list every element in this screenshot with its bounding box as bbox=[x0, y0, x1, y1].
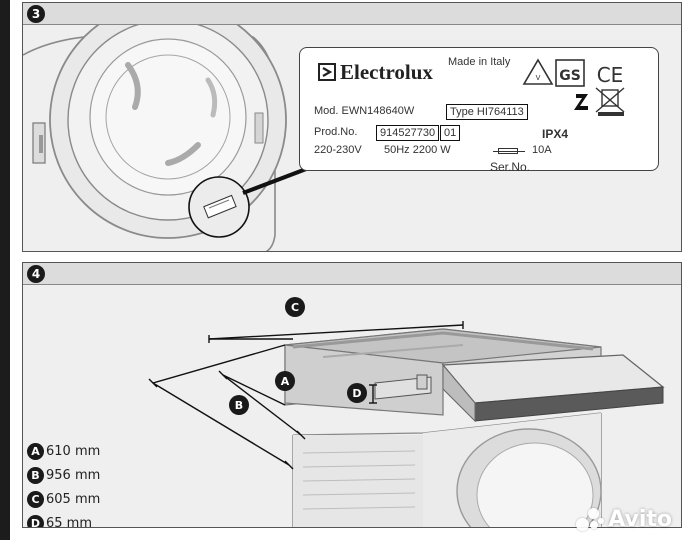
step-3-illustration: Electrolux Made in Italy V GS CE bbox=[23, 3, 681, 251]
step-4-panel: C A B D A 610 mm B 956 mm bbox=[22, 262, 682, 528]
svg-text:V: V bbox=[536, 74, 541, 82]
svg-text:B: B bbox=[235, 399, 243, 412]
dim-badge-d: D bbox=[347, 383, 367, 403]
legend-badge-b: B bbox=[27, 466, 44, 484]
fuse-rating: 10A bbox=[532, 144, 552, 156]
svg-text:GS: GS bbox=[559, 68, 581, 84]
certification-marks: V GS CE bbox=[522, 58, 625, 116]
avito-logo-icon bbox=[576, 507, 605, 532]
avito-watermark-text: Avito bbox=[608, 507, 672, 532]
prod-suffix: 01 bbox=[440, 125, 461, 141]
gs-mark-icon bbox=[555, 59, 585, 87]
avito-watermark: Avito bbox=[576, 507, 672, 532]
dim-badge-a: A bbox=[275, 371, 295, 391]
legend-badge-a: A bbox=[27, 442, 44, 460]
legend-badge-d: D bbox=[27, 514, 44, 527]
prod-label: Prod.No. bbox=[314, 126, 358, 138]
step-4-illustration: C A B D A 610 mm B 956 mm bbox=[23, 285, 681, 527]
left-edge-bar bbox=[0, 0, 10, 540]
frequency-power: 50Hz 2200 W bbox=[384, 144, 451, 156]
model-number: Mod. EWN148640W bbox=[314, 105, 415, 117]
step-3-badge: 3 bbox=[27, 5, 45, 23]
type-number-highlight: Type HI764113 bbox=[446, 104, 528, 120]
prod-number: 914527730 bbox=[376, 125, 440, 141]
pedestal-drawer-drawing: C A B D bbox=[148, 297, 665, 527]
vde-triangle-icon bbox=[522, 58, 554, 85]
legend-badge-c: C bbox=[27, 490, 44, 508]
legend-value-c: 605 mm bbox=[46, 491, 101, 507]
dim-badge-c: C bbox=[285, 297, 305, 317]
legend-value-a: 610 mm bbox=[46, 443, 101, 459]
z-mark-icon bbox=[574, 94, 588, 110]
step-4-badge: 4 bbox=[27, 265, 45, 283]
electrolux-logo-icon bbox=[318, 63, 336, 81]
ce-mark-icon: CE bbox=[597, 63, 624, 87]
svg-text:D: D bbox=[352, 387, 361, 400]
rating-plate: Electrolux Made in Italy V GS CE bbox=[299, 47, 659, 174]
svg-text:C: C bbox=[291, 301, 299, 314]
legend-row-b: B 956 mm bbox=[27, 463, 100, 487]
legend-value-b: 956 mm bbox=[46, 467, 101, 483]
legend-value-d: 65 mm bbox=[46, 515, 93, 528]
brand-text: Electrolux bbox=[340, 60, 433, 84]
svg-text:A: A bbox=[281, 375, 290, 388]
dim-badge-b: B bbox=[229, 395, 249, 415]
legend-row-a: A 610 mm bbox=[27, 439, 100, 463]
fuse-icon bbox=[493, 148, 525, 154]
washer-door-drawing bbox=[23, 3, 455, 251]
serial-label: Ser.No. bbox=[490, 160, 531, 174]
weee-bin-icon bbox=[595, 87, 625, 116]
brand-name: Electrolux bbox=[318, 60, 433, 85]
ip-rating: IPX4 bbox=[542, 127, 569, 141]
voltage: 220-230V bbox=[314, 144, 362, 156]
step-3-panel: Electrolux Made in Italy V GS CE bbox=[22, 2, 682, 252]
made-in-text: Made in Italy bbox=[448, 56, 511, 68]
step-3-header: 3 bbox=[23, 3, 681, 25]
step-4-header: 4 bbox=[23, 263, 681, 285]
legend-row-c: C 605 mm bbox=[27, 487, 100, 511]
dimension-legend: A 610 mm B 956 mm C 605 mm D 65 mm bbox=[27, 439, 100, 528]
legend-row-d: D 65 mm bbox=[27, 511, 100, 528]
